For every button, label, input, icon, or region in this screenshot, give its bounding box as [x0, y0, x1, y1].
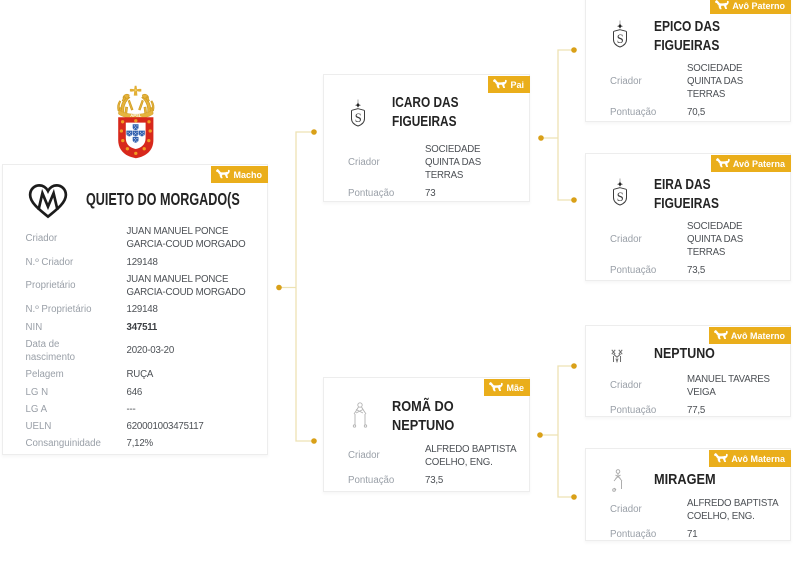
- svg-text:S: S: [355, 111, 362, 125]
- svg-text:APSL: APSL: [130, 113, 142, 118]
- svg-text:S: S: [617, 190, 624, 204]
- svg-text:S: S: [617, 32, 624, 46]
